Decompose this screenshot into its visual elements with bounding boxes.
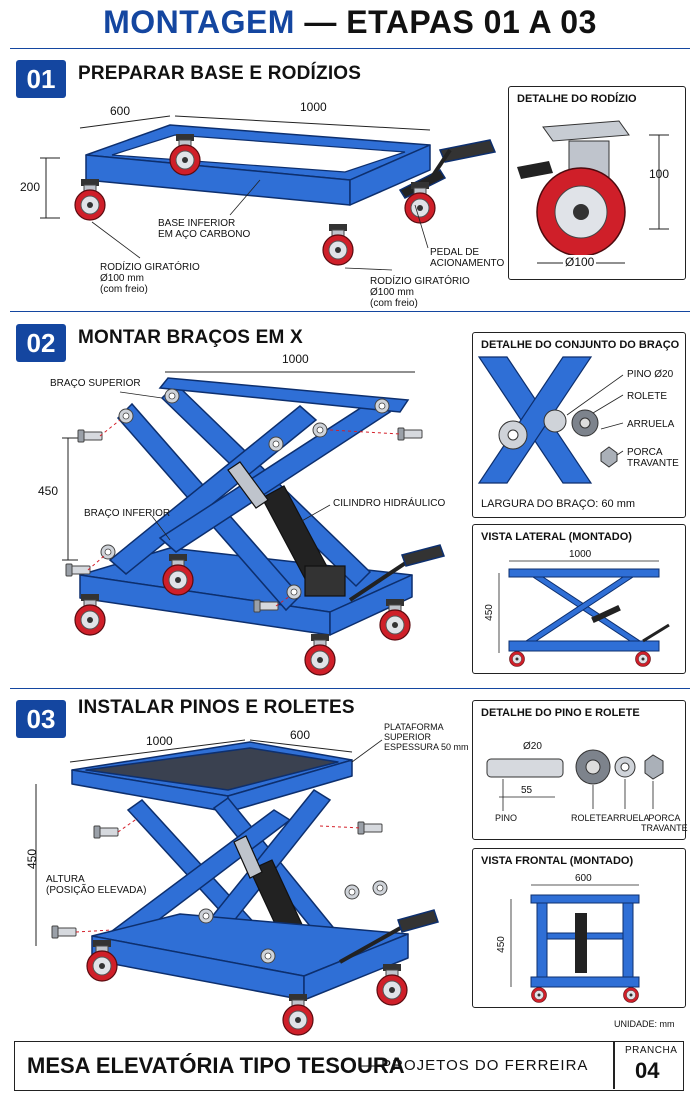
front-view-panel: VISTA FRONTAL (MONTADO) 600 450 xyxy=(472,848,686,1008)
title-main: MONTAGEM xyxy=(103,4,295,40)
pin-detail-drawing xyxy=(486,749,664,811)
label-lower-arm: BRAÇO INFERIOR xyxy=(84,508,171,519)
caster-detail-drawing xyxy=(517,120,669,264)
step2-title: MONTAR BRAÇOS EM X xyxy=(78,327,303,348)
detail-pin-title: DETALHE DO PINO E ROLETE xyxy=(481,707,640,719)
detail-caster-title: DETALHE DO RODÍZIO xyxy=(517,93,637,105)
detail-caster-panel: DETALHE DO RODÍZIO 100 Ø100 xyxy=(508,86,686,280)
s1-dim-600: 600 xyxy=(110,104,131,118)
front-dim-w: 600 xyxy=(575,873,592,884)
label-height: ALTURA(POSIÇÃO ELEVADA) xyxy=(46,874,147,896)
s3-dim-600: 600 xyxy=(290,728,311,742)
footer-divider xyxy=(613,1042,615,1089)
s1-dim-200: 200 xyxy=(20,180,41,194)
arm-detail-drawing xyxy=(477,356,624,484)
title-block: MESA ELEVATÓRIA TIPO TESOURA — PROJETOS … xyxy=(14,1041,684,1091)
step1-title: PREPARAR BASE E RODÍZIOS xyxy=(78,63,362,84)
front-view-drawing xyxy=(510,884,640,1003)
arm-width-label: LARGURA DO BRAÇO: 60 mm xyxy=(481,498,636,510)
page-title: MONTAGEM — ETAPAS 01 A 03 xyxy=(0,4,700,41)
front-dim-h: 450 xyxy=(495,936,507,953)
step3-title: INSTALAR PINOS E ROLETES xyxy=(78,697,355,718)
footer-subtitle: — PROJETOS DO FERREIRA xyxy=(360,1057,589,1074)
s3-dim-450: 450 xyxy=(25,848,40,870)
arm-pin-label: PINO Ø20 xyxy=(627,369,674,380)
pin-roller-label: ROLETE xyxy=(571,813,608,823)
pin-dim-len: 55 xyxy=(521,785,533,796)
step1-badge: 01 xyxy=(16,60,66,98)
step2-badge: 02 xyxy=(16,324,66,362)
s3-dim-1000: 1000 xyxy=(146,734,173,748)
title-rest: — ETAPAS 01 A 03 xyxy=(304,4,597,40)
s1-dim-1000: 1000 xyxy=(300,100,327,114)
side-view-panel: VISTA LATERAL (MONTADO) 1000 450 xyxy=(472,524,686,674)
detail-arm-panel: DETALHE DO CONJUNTO DO BRAÇO PINO Ø20 RO… xyxy=(472,332,686,518)
step3-badge: 03 xyxy=(16,700,66,738)
detail-arm-title: DETALHE DO CONJUNTO DO BRAÇO xyxy=(481,339,680,351)
sheet-label: PRANCHA xyxy=(625,1045,678,1056)
header-rule xyxy=(10,48,690,49)
s2-dim-450: 450 xyxy=(38,484,59,498)
section-rule-1 xyxy=(10,311,690,312)
pin-washer-label: ARRUELA xyxy=(607,813,650,823)
pin-label: PINO xyxy=(495,813,518,823)
detail-pin-panel: DETALHE DO PINO E ROLETE Ø20 55 PINO ROL… xyxy=(472,700,688,840)
arm-roller-label: ROLETE xyxy=(627,391,668,402)
s2-dim-1000: 1000 xyxy=(282,352,309,366)
pin-dim-d: Ø20 xyxy=(523,741,542,752)
side-dim-w: 1000 xyxy=(569,549,592,560)
section-rule-2 xyxy=(10,688,690,689)
footer-title: MESA ELEVATÓRIA TIPO TESOURA xyxy=(27,1053,405,1078)
side-view-title: VISTA LATERAL (MONTADO) xyxy=(481,531,632,543)
label-upper-arm: BRAÇO SUPERIOR xyxy=(50,378,141,389)
unit-note: UNIDADE: mm xyxy=(614,1019,675,1029)
front-view-title: VISTA FRONTAL (MONTADO) xyxy=(481,855,634,867)
arm-washer-label: ARRUELA xyxy=(627,419,675,430)
label-cylinder: CILINDRO HIDRÁULICO xyxy=(333,498,446,509)
caster-dim-h: 100 xyxy=(649,167,670,181)
side-view-drawing xyxy=(498,560,670,667)
sheet-number: 04 xyxy=(635,1058,660,1083)
caster-dim-d: Ø100 xyxy=(563,255,597,269)
